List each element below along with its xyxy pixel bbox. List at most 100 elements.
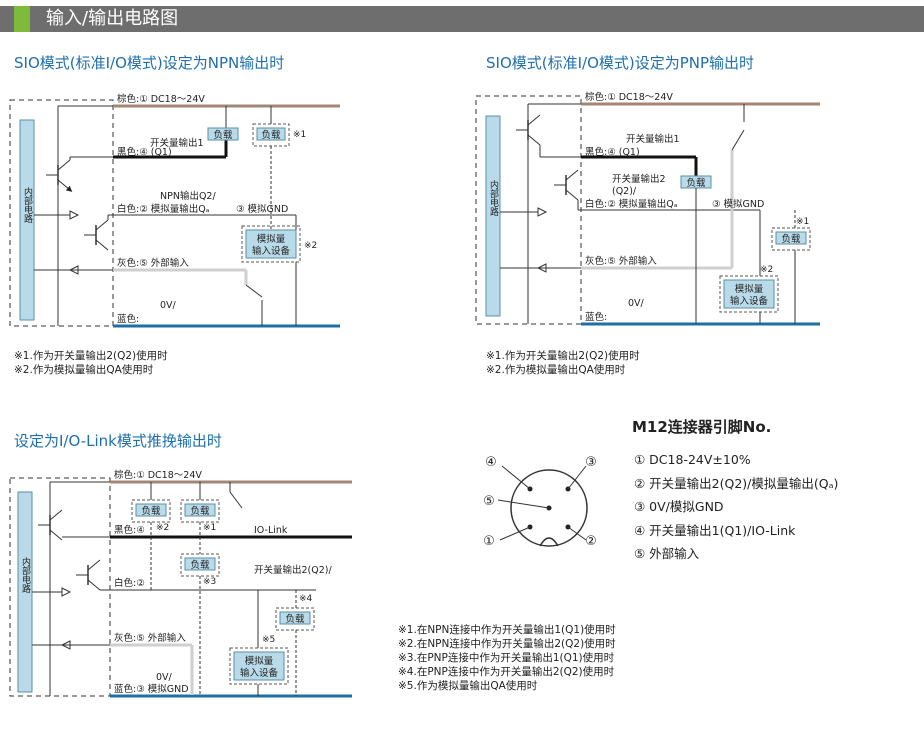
iolink-notes: ※1.在NPN连接中作为开关量输出1(Q1)使用时 ※2.在NPN连接中作为开关… [398,623,616,693]
m12-pin-5-label: ⑤ [483,494,495,509]
iolink-mark-5: ※5 [262,635,275,645]
m12-key-notch [539,537,559,547]
m12-pin-1-label: ① [483,534,495,549]
pnp-switch2-label-a: 开关量输出2 [612,173,666,185]
m12-pin-desc-4: ④ 开关量输出1(Q1)/IO-Link [634,522,796,538]
iolink-note-2: ※2.在NPN连接中作为开关量输出2(Q2)使用时 [398,638,616,650]
npn-load-2 [256,127,286,141]
pnp-gnd-label: ③ 模拟GND [712,198,764,210]
iolink-load-3 [184,557,216,571]
npn-external-switch [245,284,263,298]
iolink-analog-label-1: 模拟量 [245,655,274,667]
npn-internal-circuit-block [19,119,35,321]
npn-analog-label-1: 模拟量 [257,233,286,245]
npn-analog-label-2: 输入设备 [252,245,291,257]
iolink-brown-label: 棕色:① DC18～24V [114,469,202,481]
pnp-note-2: ※2.作为模拟量输出QA使用时 [486,364,626,376]
npn-brown-label: 棕色:① DC18～24V [117,93,205,105]
npn-white-label: 白色:② 模拟量输出Qₐ [117,203,210,215]
npn-analog-input-device [245,229,297,259]
iolink-io-link-label: IO-Link [254,525,288,536]
npn-mark-1: ※1 [293,130,306,140]
m12-pin-desc-3: ③ 0V/模拟GND [634,499,724,514]
pnp-internal-circuit-block [485,115,501,317]
pnp-section-title: SIO模式(标准I/O模式)设定为PNP输出时 [486,54,755,72]
npn-load-2-label: 负载 [261,129,281,141]
iolink-mark-4: ※4 [299,594,313,604]
iolink-note-1: ※1.在NPN连接中作为开关量输出1(Q1)使用时 [398,624,616,636]
npn-mark-2: ※2 [304,241,317,251]
npn-black-label: 黑色:④ (Q1) [117,146,172,158]
iolink-load-4 [279,611,311,625]
iolink-mark-2: ※2 [156,523,169,533]
iolink-black-label: 黑色:④ [114,524,145,536]
iolink-gray-label: 灰色:⑤ 外部输入 [114,632,186,644]
iolink-load-2-label: 负载 [141,505,161,517]
npn-internal-label: 内部电路 [22,186,33,224]
pnp-brown-label: 棕色:① DC18～24V [585,91,673,103]
pnp-internal-label: 内部电路 [488,179,499,217]
pnp-note-1: ※1.作为开关量输出2(Q2)使用时 [486,350,640,362]
iolink-analog-input-device [233,651,285,681]
m12-pin-4-label: ④ [485,455,497,470]
pnp-analog-input-device [723,279,775,309]
npn-section-title: SIO模式(标准I/O模式)设定为NPN输出时 [14,54,285,72]
npn-load-1-label: 负载 [213,129,233,141]
pnp-load-2-label: 负载 [781,233,801,245]
iolink-mark-3: ※3 [203,577,216,587]
pnp-external-switch [731,129,745,151]
pnp-zerov-label: 0V/ [628,298,645,309]
pnp-notes: ※1.作为开关量输出2(Q2)使用时 ※2.作为模拟量输出QA使用时 [486,349,640,377]
pnp-gray-label: 灰色:⑤ 外部输入 [585,255,657,267]
pnp-load-2 [775,231,807,245]
m12-pin-desc-5: ⑤ 外部输入 [634,546,700,561]
iolink-load-4-label: 负载 [285,613,305,625]
iolink-note-3: ※3.在PNP连接中作为开关量输出1(Q1)使用时 [398,652,615,664]
iolink-external-switch [229,491,243,509]
m12-pin-desc-1: ① DC18-24V±10% [634,452,751,467]
iolink-load-1 [184,503,216,517]
iolink-load-1-label: 负载 [190,505,210,517]
section-header-bar: 输入/输出电路图 [0,6,924,32]
pnp-black-label: 黑色:④ (Q1) [585,146,640,158]
pnp-blue-label: 蓝色: [585,311,607,323]
npn-switch1-label: 开关量输出1 [150,137,204,149]
npn-gray-label: 灰色:⑤ 外部输入 [117,257,189,269]
npn-notes: ※1.作为开关量输出2(Q2)使用时 ※2.作为模拟量输出QA使用时 [14,349,168,377]
npn-load-1 [207,127,239,141]
iolink-section-title: 设定为I/O-Link模式推挽输出时 [14,432,222,450]
m12-pin-2-label: ② [585,534,597,549]
iolink-note-5: ※5.作为模拟量输出QA使用时 [398,680,538,692]
pnp-white-label: 白色:② 模拟量输出Qₐ [585,198,678,210]
m12-pin-desc-2: ② 开关量输出2(Q2)/模拟量输出(Qₐ) [634,475,839,491]
iolink-mark-1: ※1 [203,523,216,533]
pnp-analog-label-1: 模拟量 [735,283,764,295]
pnp-load-1-label: 负载 [686,177,706,189]
npn-blue-label: 蓝色: [117,313,139,325]
npn-q2-label: NPN输出Q2/ [160,190,216,202]
iolink-load-3-label: 负载 [190,559,210,571]
pnp-analog-label-2: 输入设备 [730,295,769,307]
pnp-mark-1: ※1 [796,217,809,227]
header-accent-block [14,6,30,32]
npn-note-1: ※1.作为开关量输出2(Q2)使用时 [14,350,168,362]
m12-pin-list: ① DC18-24V±10% ② 开关量输出2(Q2)/模拟量输出(Qₐ) ③ … [634,448,838,566]
iolink-blue-label: 蓝色:③ 模拟GND [114,683,189,695]
iolink-analog-label-2: 输入设备 [240,667,279,679]
iolink-switch2-label: 开关量输出2(Q2)/ [254,564,332,576]
header-title: 输入/输出电路图 [46,8,179,29]
iolink-load-2 [135,503,167,517]
pnp-switch1-label: 开关量输出1 [626,133,680,145]
npn-zerov-label: 0V/ [160,300,177,311]
pnp-mark-2: ※2 [760,265,773,275]
npn-note-2: ※2.作为模拟量输出QA使用时 [14,364,154,376]
iolink-note-4: ※4.在PNP连接中作为开关量输出2(Q2)使用时 [398,666,615,678]
iolink-internal-label: 内部电路 [20,556,31,594]
pnp-switch2-label-b: (Q2)/ [612,186,637,197]
m12-connector-title: M12连接器引脚No. [632,418,772,436]
npn-gnd-label: ③ 模拟GND [236,203,288,215]
